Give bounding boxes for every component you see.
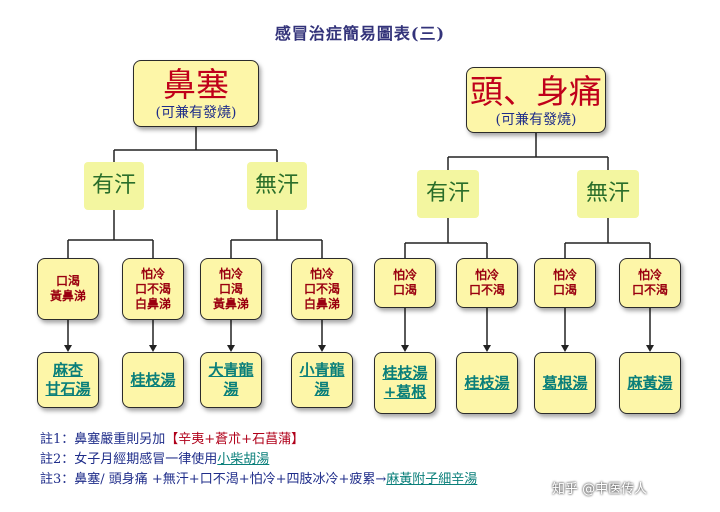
left-remedy-1-2-text-1[interactable]: 桂枝湯: [130, 370, 176, 389]
right-remedy-1-2-line-1: 桂枝湯: [464, 374, 509, 393]
left-condition-2-2-line-1: 怕冷: [309, 266, 334, 281]
left-remedy-2-2-line-1: 小青龍: [299, 361, 344, 380]
left-root-line-1: 鼻塞: [163, 65, 229, 104]
right-arrow-1-2-head: [483, 345, 491, 352]
left-condition-2-2: 怕冷口不渴白鼻涕: [291, 258, 353, 320]
left-condition-1-2-line-1: 怕冷: [140, 266, 165, 281]
left-remedy-2-1-line-1: 大青龍: [208, 361, 253, 380]
left-remedy-2-1-text-1[interactable]: 大青龍: [208, 361, 254, 379]
left-branch-1: 有汗: [84, 162, 144, 210]
right-condition-2-1: 怕冷口渴: [534, 258, 596, 308]
right-condition-1-2: 怕冷口不渴: [456, 258, 518, 308]
right-root: 頭、身痛(可兼有發燒): [466, 67, 606, 133]
left-condition-2-2-line-2: 口不渴: [303, 281, 340, 296]
right-arrow-1-1-head: [401, 345, 409, 352]
right-remedy-1-1-text-2[interactable]: +葛根: [383, 383, 427, 401]
left-condition-2-1: 怕冷口渴黃鼻涕: [200, 258, 262, 320]
left-remedy-1-1-text-2[interactable]: 甘石湯: [45, 380, 91, 398]
left-remedy-1-1: 麻杏甘石湯: [37, 352, 99, 408]
left-arrow-1-1-head: [64, 345, 72, 352]
right-condition-1-1-line-1: 怕冷: [392, 268, 417, 282]
right-remedy-1-1-line-1: 桂枝湯: [382, 364, 427, 383]
left-root: 鼻塞(可兼有發燒): [133, 60, 259, 127]
note-3-link[interactable]: 麻黃附子細辛湯: [386, 472, 478, 487]
note-3-text: 註3：鼻塞/ 頭身痛 +無汗+口不渴+怕冷+四肢冰冷+疲累→: [40, 472, 387, 487]
right-condition-1-1-line-2: 口渴: [392, 283, 417, 297]
right-condition-1-1: 怕冷口渴: [374, 258, 436, 308]
left-remedy-2-2-line-2: 湯: [314, 380, 329, 399]
left-arrow-1-2-head: [149, 345, 157, 352]
left-condition-1-1: 口渴黃鼻涕: [37, 258, 99, 320]
left-condition-1-2-line-3: 白鼻涕: [134, 296, 171, 311]
right-root-line-2: (可兼有發燒): [495, 111, 577, 128]
right-remedy-2-1-line-1: 葛根湯: [542, 374, 587, 393]
left-remedy-1-1-text-1[interactable]: 麻杏: [52, 361, 83, 379]
left-remedy-2-2-text-1[interactable]: 小青龍: [299, 361, 345, 379]
left-condition-2-1-line-3: 黃鼻涕: [212, 296, 249, 311]
chart-title: 感冒治症簡易圖表(三): [274, 24, 446, 43]
left-condition-1-2-line-2: 口不渴: [134, 281, 171, 296]
left-remedy-1-1-line-2: 甘石湯: [45, 380, 90, 399]
right-remedy-2-2-text-1[interactable]: 麻黃湯: [627, 373, 673, 392]
right-remedy-2-1-text-1[interactable]: 葛根湯: [542, 373, 588, 392]
left-remedy-1-2-line-1: 桂枝湯: [130, 371, 175, 390]
right-condition-2-1-line-1: 怕冷: [552, 268, 577, 282]
right-remedy-1-1-text-1[interactable]: 桂枝湯: [382, 364, 428, 382]
right-arrow-2-1-head: [561, 345, 569, 352]
right-branch-1-line-1: 有汗: [425, 181, 470, 206]
right-root-line-1: 頭、身痛: [470, 71, 602, 111]
right-remedy-2-2-line-1: 麻黃湯: [627, 374, 672, 393]
right-condition-1-2-line-1: 怕冷: [474, 268, 499, 282]
watermark: 知乎 @中医传人: [552, 482, 648, 497]
left-arrow-2-2-head: [318, 345, 326, 352]
left-remedy-2-1-text-2[interactable]: 湯: [223, 380, 239, 398]
note-2-text: 註2：女子月經期感冒一律使用: [40, 452, 218, 467]
right-branch-2-line-1: 無汗: [585, 181, 630, 206]
right-condition-2-2-line-2: 口不渴: [631, 283, 668, 297]
right-remedy-1-1-line-2: +葛根: [384, 383, 427, 402]
right-branch-2: 無汗: [577, 170, 639, 218]
note-1-text: 註1：鼻塞嚴重則另加: [40, 432, 166, 447]
note-2-link[interactable]: 小柴胡湯: [217, 452, 270, 467]
left-remedy-2-2-text-2[interactable]: 湯: [314, 380, 330, 398]
right-remedy-1-2: 桂枝湯: [456, 352, 518, 414]
right-condition-2-1-line-2: 口渴: [552, 283, 577, 297]
note-2: 註2：女子月經期感冒一律使用小柴胡湯: [40, 448, 269, 467]
right-condition-1-2-line-2: 口不渴: [468, 283, 505, 297]
note-3: 註3：鼻塞/ 頭身痛 +無汗+口不渴+怕冷+四肢冰冷+疲累→麻黃附子細辛湯: [40, 468, 477, 487]
right-remedy-2-1: 葛根湯: [534, 352, 596, 414]
right-remedy-1-1: 桂枝湯+葛根: [374, 352, 436, 414]
right-condition-2-2: 怕冷口不渴: [619, 258, 681, 308]
left-branch-1-line-1: 有汗: [91, 173, 136, 198]
note-1: 註1：鼻塞嚴重則另加【辛夷+蒼朮+石菖蒲】: [40, 428, 304, 447]
left-arrow-2-1-head: [227, 345, 235, 352]
left-root-line-2: (可兼有發燒): [155, 105, 237, 121]
left-condition-2-1-line-1: 怕冷: [218, 266, 243, 281]
right-branch-1: 有汗: [417, 170, 479, 218]
left-remedy-2-2: 小青龍湯: [291, 352, 353, 408]
left-condition-1-1-line-2: 黃鼻涕: [49, 289, 86, 303]
left-condition-1-1-line-1: 口渴: [55, 274, 80, 288]
left-condition-2-1-line-2: 口渴: [218, 281, 243, 296]
left-branch-2-line-1: 無汗: [254, 173, 299, 198]
note-1-highlight: 【辛夷+蒼朮+石菖蒲】: [165, 432, 305, 447]
left-remedy-1-1-line-1: 麻杏: [53, 361, 83, 380]
right-condition-2-2-line-1: 怕冷: [637, 268, 662, 282]
left-remedy-2-1: 大青龍湯: [200, 352, 262, 408]
left-branch-2: 無汗: [247, 162, 307, 210]
right-remedy-1-2-text-1[interactable]: 桂枝湯: [464, 373, 510, 392]
right-remedy-2-2: 麻黃湯: [619, 352, 681, 414]
left-remedy-1-2: 桂枝湯: [122, 352, 184, 408]
left-condition-1-2: 怕冷口不渴白鼻涕: [122, 258, 184, 320]
left-condition-2-2-line-3: 白鼻涕: [303, 296, 340, 311]
right-arrow-2-2-head: [646, 345, 654, 352]
left-remedy-2-1-line-2: 湯: [223, 380, 238, 399]
